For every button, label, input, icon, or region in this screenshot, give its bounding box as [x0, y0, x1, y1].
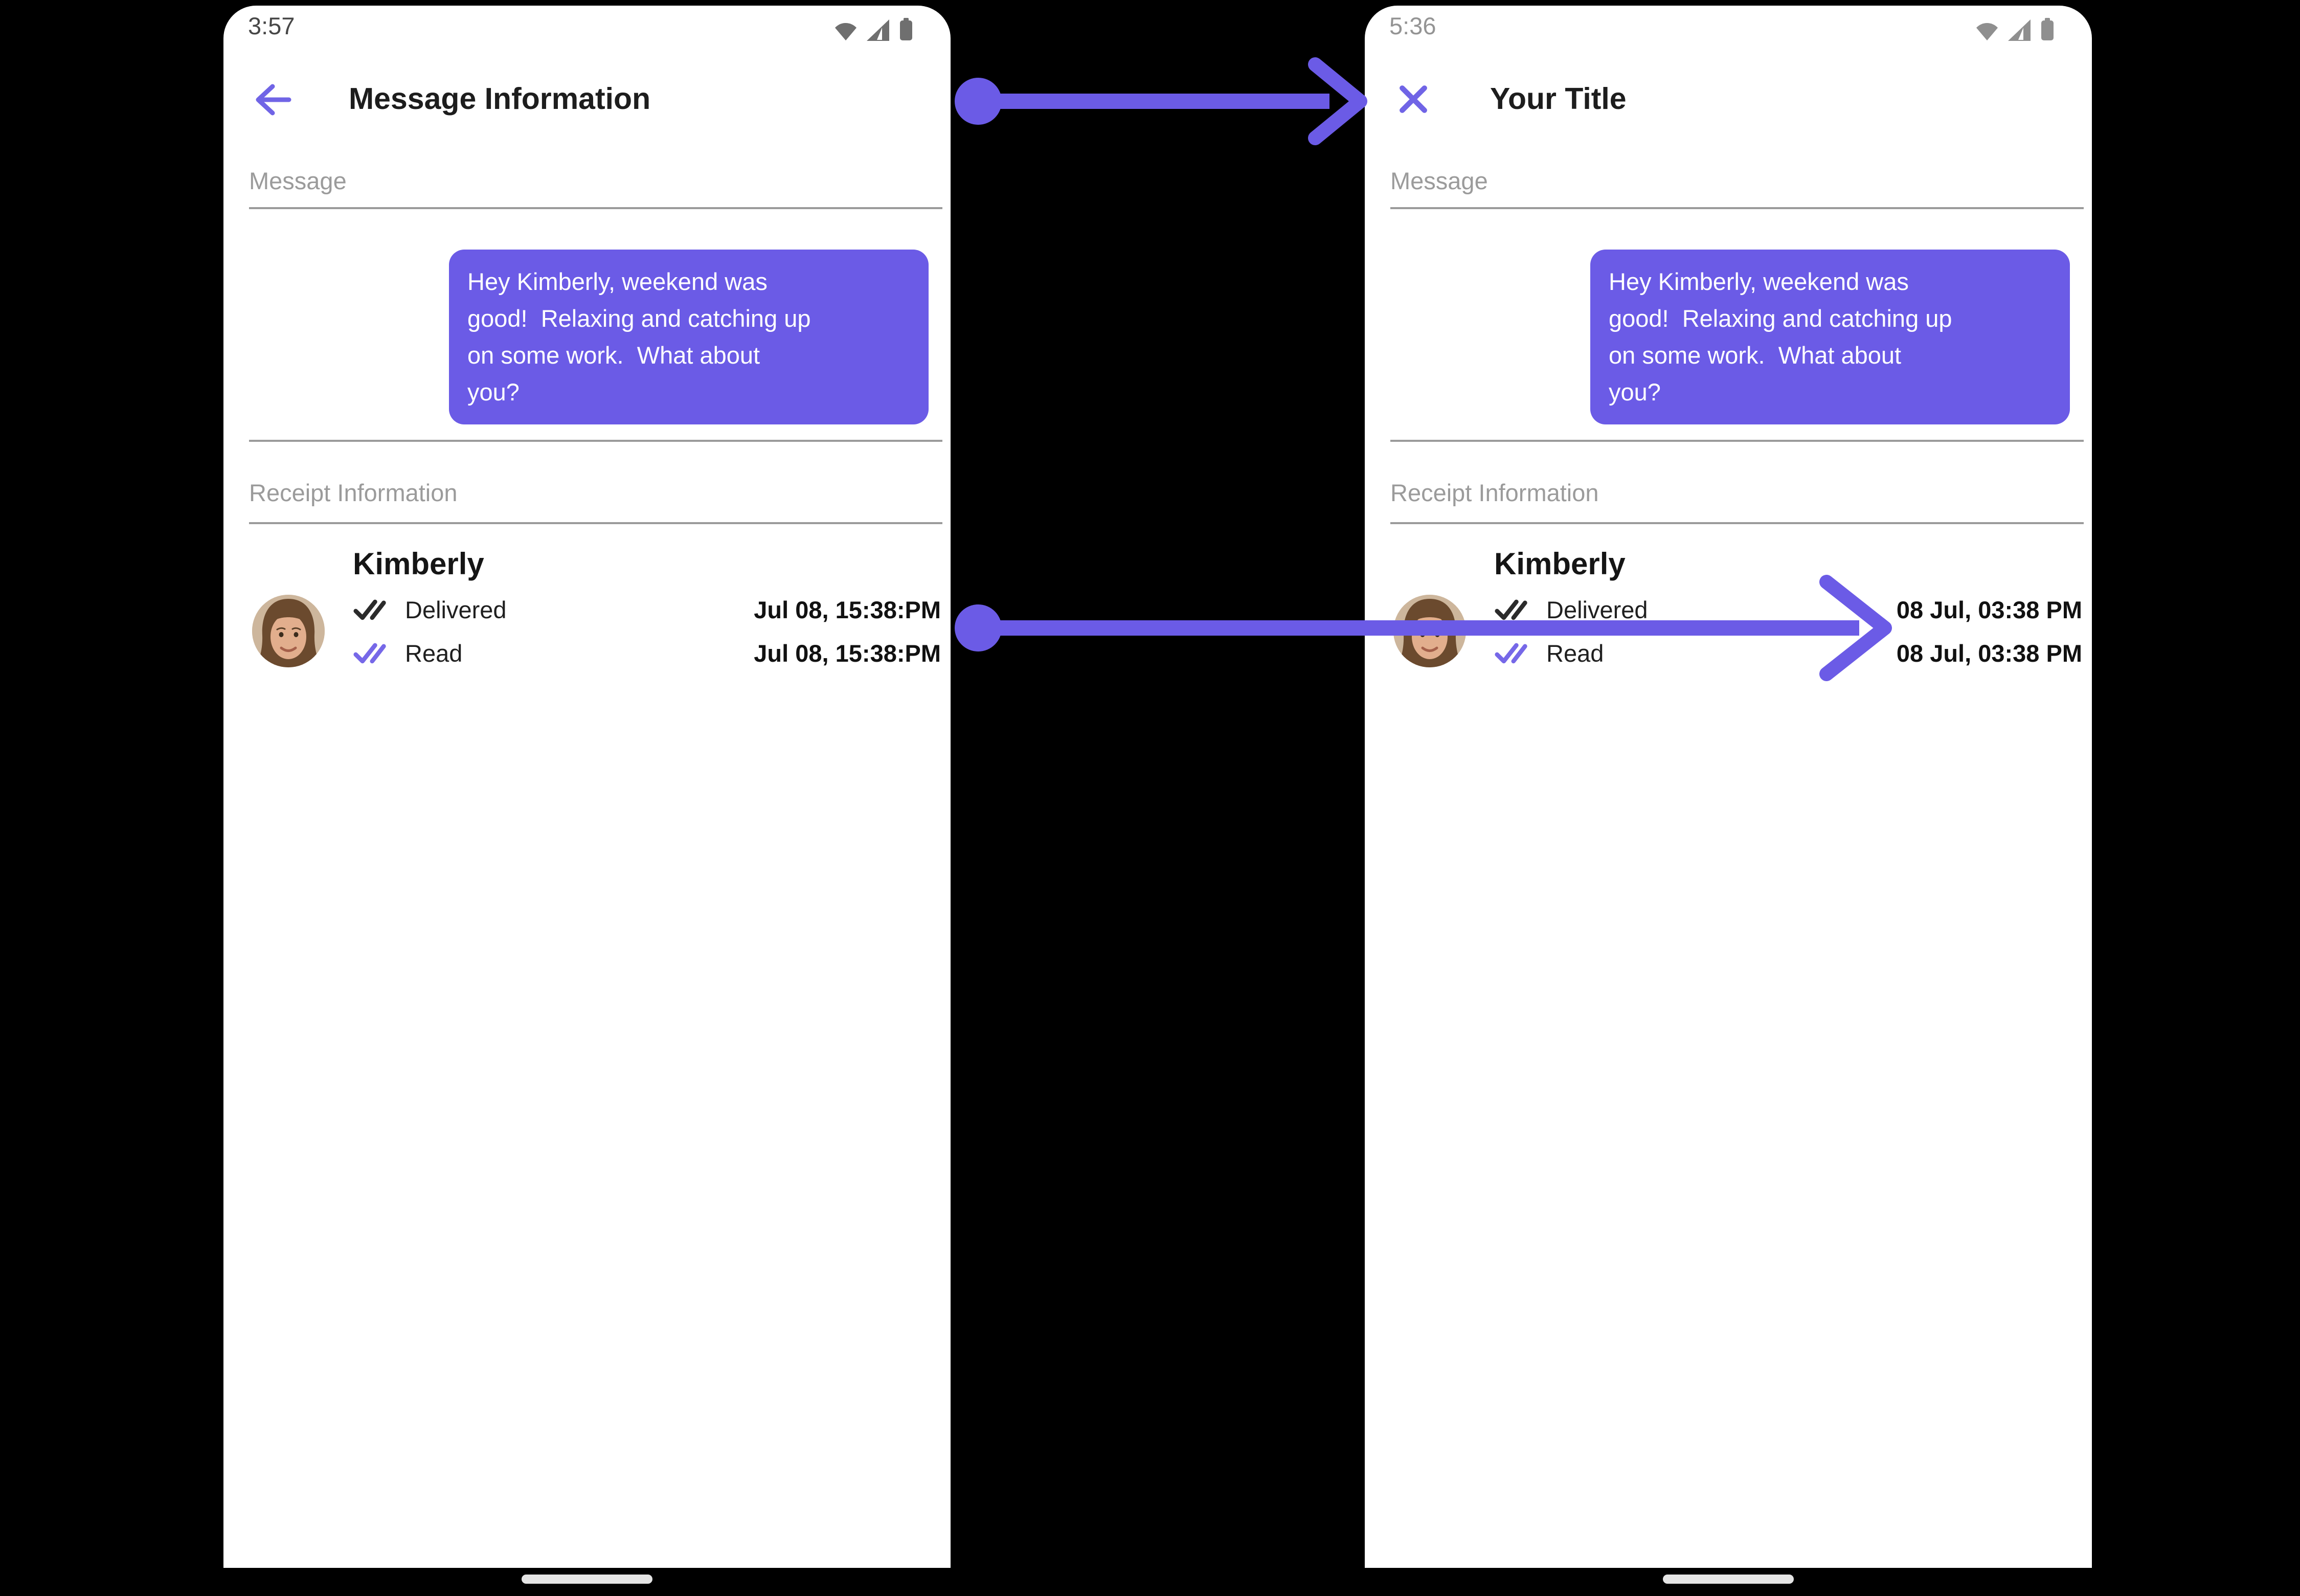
double-check-icon [353, 641, 388, 665]
message-bubble: Hey Kimberly, weekend was good! Relaxing… [1590, 250, 2070, 424]
receipt-section-label: Receipt Information [1390, 479, 1599, 506]
status-icons [1975, 17, 2055, 41]
double-check-icon [1494, 641, 1529, 665]
message-section-label: Message [1390, 167, 1488, 194]
status-timestamp: 08 Jul, 03:38 PM [1896, 596, 2082, 623]
contact-name: Kimberly [353, 547, 484, 581]
phone-left: 3:57 Message Information Message Hey Kim… [223, 6, 951, 1590]
double-check-icon [353, 598, 388, 621]
wifi-icon [1975, 20, 1999, 41]
divider [1390, 207, 2084, 209]
status-label: Read [405, 639, 463, 667]
home-indicator[interactable] [1663, 1575, 1794, 1584]
divider [249, 440, 942, 442]
divider [1390, 440, 2084, 442]
battery-icon [2040, 17, 2055, 41]
wifi-icon [834, 20, 858, 41]
divider [249, 522, 942, 524]
screen-message-information: 3:57 Message Information Message Hey Kim… [223, 6, 951, 1568]
avatar [1393, 595, 1466, 667]
page-title: Message Information [349, 82, 651, 116]
receipt-row-delivered: Delivered 08 Jul, 03:38 PM [1494, 593, 2082, 626]
status-timestamp: 08 Jul, 03:38 PM [1896, 639, 2082, 667]
receipt-row-delivered: Delivered Jul 08, 15:38:PM [353, 593, 941, 626]
status-icons [834, 17, 914, 41]
close-x-icon[interactable] [1399, 83, 1428, 115]
back-arrow-icon[interactable] [252, 82, 292, 117]
status-time: 3:57 [248, 12, 295, 39]
avatar [252, 595, 325, 667]
receipt-row-read: Read 08 Jul, 03:38 PM [1494, 636, 2082, 670]
message-bubble: Hey Kimberly, weekend was good! Relaxing… [449, 250, 929, 424]
status-timestamp: Jul 08, 15:38:PM [754, 639, 941, 667]
arrow-dot [955, 78, 1002, 125]
arrow-head [1308, 57, 1367, 145]
status-label: Delivered [405, 596, 507, 623]
phone-right: 5:36 Your Title Message Hey Kimberly, we… [1365, 6, 2092, 1590]
status-label: Read [1546, 639, 1604, 667]
status-label: Delivered [1546, 596, 1648, 623]
status-timestamp: Jul 08, 15:38:PM [754, 596, 941, 623]
signal-icon [2007, 19, 2032, 41]
arrow-dot [955, 604, 1002, 651]
battery-icon [898, 17, 914, 41]
page-title: Your Title [1490, 82, 1627, 116]
receipt-section-label: Receipt Information [249, 479, 458, 506]
screen-your-title: 5:36 Your Title Message Hey Kimberly, we… [1365, 6, 2092, 1568]
message-section-label: Message [249, 167, 347, 194]
contact-name: Kimberly [1494, 547, 1626, 581]
home-indicator[interactable] [522, 1575, 652, 1584]
double-check-icon [1494, 598, 1529, 621]
status-time: 5:36 [1389, 12, 1436, 39]
receipt-row-read: Read Jul 08, 15:38:PM [353, 636, 941, 670]
divider [249, 207, 942, 209]
divider [1390, 522, 2084, 524]
signal-icon [866, 19, 890, 41]
dot-arrow-top [955, 57, 1367, 145]
